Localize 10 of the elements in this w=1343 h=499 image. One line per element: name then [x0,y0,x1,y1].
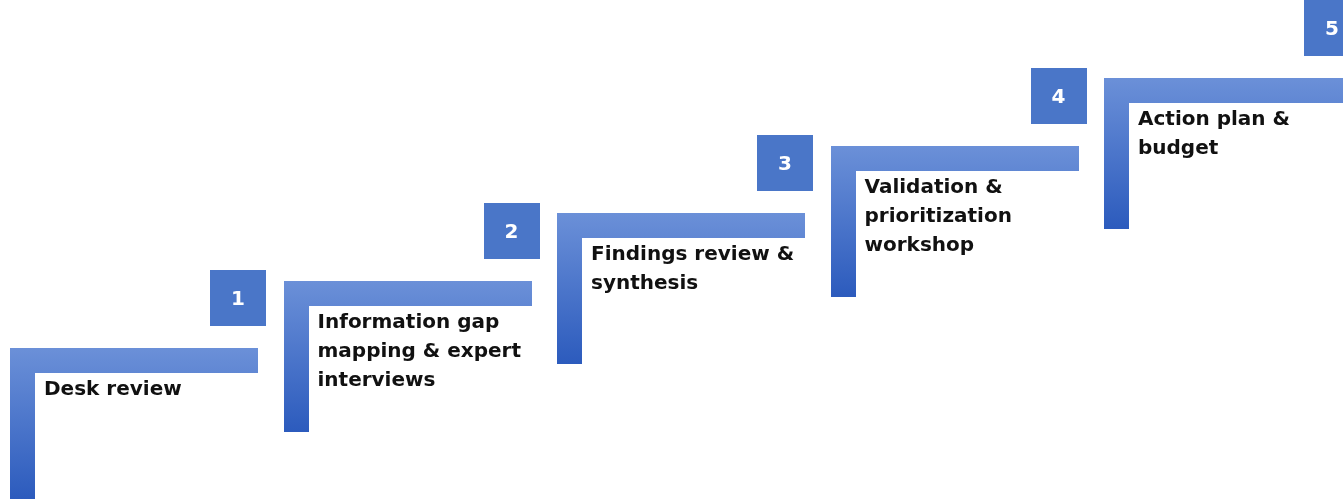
step-number: 3 [757,135,813,191]
step-label: Validation & prioritization workshop [864,172,1013,258]
step-number: 4 [1030,67,1087,124]
step-label: Action plan & budget [1138,105,1291,161]
step-label: Information gap mapping & expert interviews [317,307,522,393]
step-number: 2 [483,202,540,259]
step-label: Desk review [44,375,183,402]
step-number: 1 [210,270,266,326]
step-number: 5 [1304,0,1343,56]
step-label: Findings review & synthesis [591,240,796,296]
